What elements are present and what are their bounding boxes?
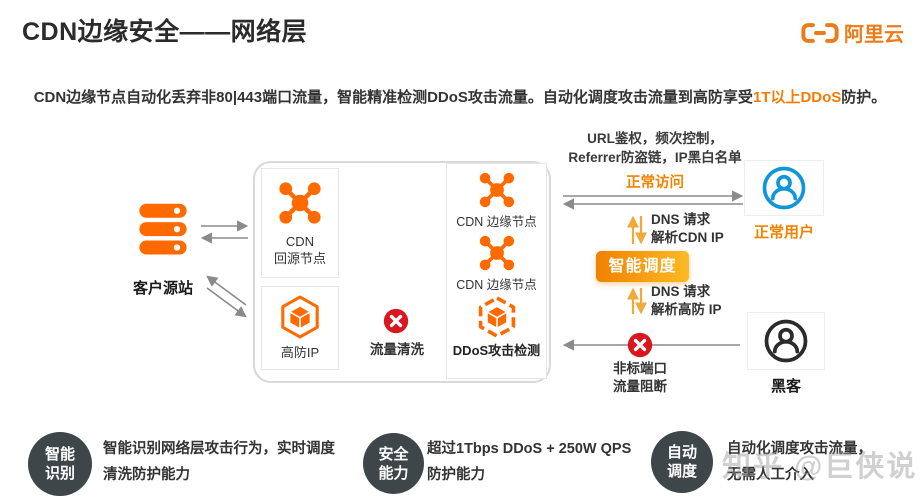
origin-server: 客户源站 [126,201,200,298]
dns-cdn-line1: DNS 请求 [651,212,711,227]
hacker-icon [764,319,808,363]
origin-server-label: 客户源站 [132,280,193,297]
gaofang-ip-box: 高防IP [261,286,339,370]
normal-user-box [744,160,824,216]
traffic-clean-label: 流量清洗 [370,342,424,357]
port-block-line1: 非标端口 [613,361,667,376]
feature-text-auto-schedule: 自动化调度攻击流量， 无需人工介入 [727,436,917,488]
shield-cube-icon [281,295,319,339]
block-x-icon [383,308,409,334]
dns-cdn-line2: 解析CDN IP [651,230,724,245]
feature-line2: 防护能力 [427,467,485,483]
subtitle-highlight: 1T以上DDoS [752,89,842,106]
feature-line2: 清洗防护能力 [103,467,190,483]
badge-line2: 能力 [378,464,409,482]
gaofang-ip-label: 高防IP [280,345,320,360]
feature-badge-security: 安全 能力 [363,433,424,494]
dns-cdn-text: DNS 请求 解析CDN IP [651,211,724,247]
edge-node2-label: CDN 边缘节点 [456,278,537,292]
port-block-line2: 流量阻断 [613,379,667,394]
network-node-icon [479,172,514,208]
network-node-icon [279,182,321,224]
acl-line2: Referrer防盗链，IP黑白名单 [568,150,742,165]
edge-node1-label: CDN 边缘节点 [456,215,537,229]
dns-gaofang-text: DNS 请求 解析高防 IP [651,283,722,319]
alibaba-cloud-logo: 阿里云 [801,18,904,47]
port-block-label: 非标端口 流量阻断 [600,360,680,396]
badge-line1: 自动 [666,444,697,461]
feature-line2: 无需人工介入 [727,467,814,483]
badge-line1: 智能 [44,446,75,463]
page-title: CDN边缘安全——网络层 [22,18,308,46]
feature-line1: 超过1Tbps DDoS + 250W QPS [427,441,632,457]
alibaba-cloud-logo-text: 阿里云 [844,24,904,46]
alibaba-cloud-logo-icon [801,22,839,43]
badge-line2: 调度 [666,463,697,480]
block-x-icon [627,332,653,358]
watermark: 知乎 @巨侠说 [722,451,918,483]
normal-user-label: 正常用户 [753,224,814,241]
hacker-box [747,312,825,370]
smart-scheduler-button: 智能调度 [596,251,689,282]
user-icon [762,166,806,210]
feature-badge-smart-detect: 智能 识别 [28,432,92,496]
cdn-origin-node-label-line2: 回源节点 [273,251,326,266]
ddos-detect-label: DDoS攻击检测 [452,343,541,358]
subtitle: CDN边缘节点自动化丢弃非80|443端口流量，智能精准检测DDoS攻击流量。自… [0,86,920,107]
dns-gf-line2: 解析高防 IP [651,302,722,317]
cdn-origin-node-box: CDN 回源节点 [261,168,339,278]
feature-text-security: 超过1Tbps DDoS + 250W QPS 防护能力 [427,436,657,488]
normal-access-label: 正常访问 [626,175,684,191]
server-icon [139,203,187,255]
edge-nodes-box: CDN 边缘节点 CDN 边缘节点 DDoS攻击检测 [446,163,547,379]
feature-text-smart-detect: 智能识别网络层攻击行为，实时调度 清洗防护能力 [103,436,365,488]
ddos-shield-cube-icon [478,296,515,338]
acl-text: URL鉴权，频次控制， Referrer防盗链，IP黑白名单 [550,129,760,167]
cdn-origin-node-label-line1: CDN [285,234,315,249]
subtitle-part2: 防护。 [841,89,887,106]
acl-line1: URL鉴权，频次控制， [587,131,723,146]
network-node-icon [479,235,514,271]
subtitle-part1: CDN边缘节点自动化丢弃非80|443端口流量，智能精准检测DDoS攻击流量。自… [33,89,753,106]
dns-gf-line1: DNS 请求 [651,284,711,299]
feature-badge-auto-schedule: 自动 调度 [651,431,713,493]
hacker-label: 黑客 [770,378,801,395]
badge-line1: 安全 [378,445,409,463]
feature-line1: 自动化调度攻击流量， [727,441,872,457]
badge-line2: 识别 [44,465,75,482]
feature-line1: 智能识别网络层攻击行为，实时调度 [103,441,335,457]
